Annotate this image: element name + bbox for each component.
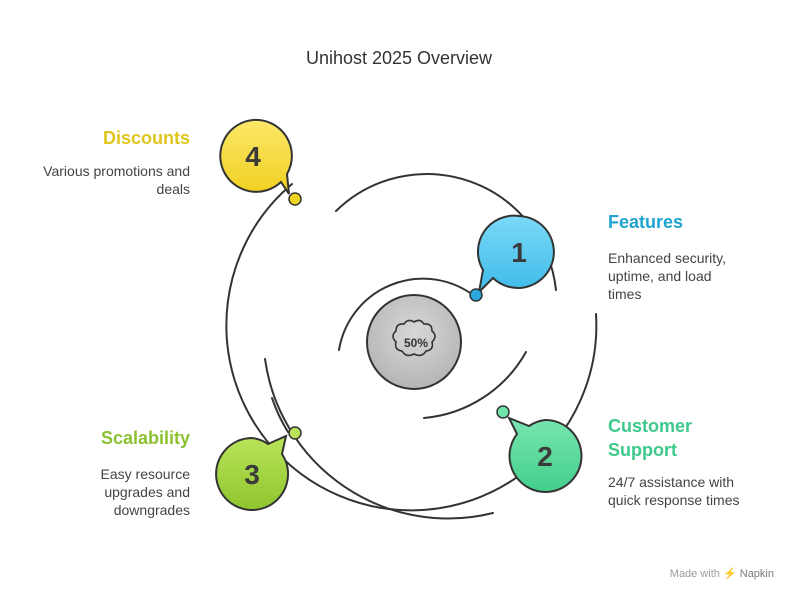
scalability-number: 3: [244, 459, 260, 490]
node-customer-support: 2: [496, 405, 583, 493]
orbit-arc-inner-2: [271, 397, 289, 433]
features-number: 1: [511, 237, 527, 268]
made-with-footer[interactable]: Made with ⚡ Napkin: [670, 567, 774, 580]
made-with-label: Made with: [669, 568, 720, 580]
orbit-arc-outer-2: [264, 358, 494, 520]
features-dot: [469, 288, 483, 302]
node-features: 1: [469, 214, 555, 302]
center-node: 50%: [366, 294, 462, 390]
scalability-description: Easy resource upgrades and downgrades: [100, 466, 190, 518]
scalability-dot: [288, 426, 302, 440]
features-title: Features: [608, 212, 684, 232]
scalability-title: Scalability: [100, 428, 190, 448]
discounts-title: Discounts: [102, 128, 190, 148]
features-description: Enhanced security, uptime, and load time…: [608, 250, 727, 302]
support-dot: [496, 405, 510, 419]
discount-badge-icon: [392, 319, 436, 357]
page-title: Unihost 2025 Overview: [305, 48, 493, 68]
discounts-description: Various promotions and deals: [43, 163, 190, 197]
napkin-brand: Napkin: [739, 568, 774, 580]
orbit-arc-mid-2: [423, 351, 527, 419]
node-scalability: 3: [215, 426, 302, 511]
orbit-arc-inner: [338, 277, 474, 351]
discounts-dot: [288, 192, 302, 206]
node-discounts: 4: [219, 118, 302, 206]
center-label: 50%: [404, 336, 428, 350]
support-description: 24/7 assistance with quick response time…: [608, 474, 740, 508]
discounts-number: 4: [245, 141, 261, 172]
support-title: Customer Support: [608, 416, 693, 460]
napkin-logo-icon: ⚡: [722, 568, 737, 580]
support-number: 2: [537, 441, 553, 472]
